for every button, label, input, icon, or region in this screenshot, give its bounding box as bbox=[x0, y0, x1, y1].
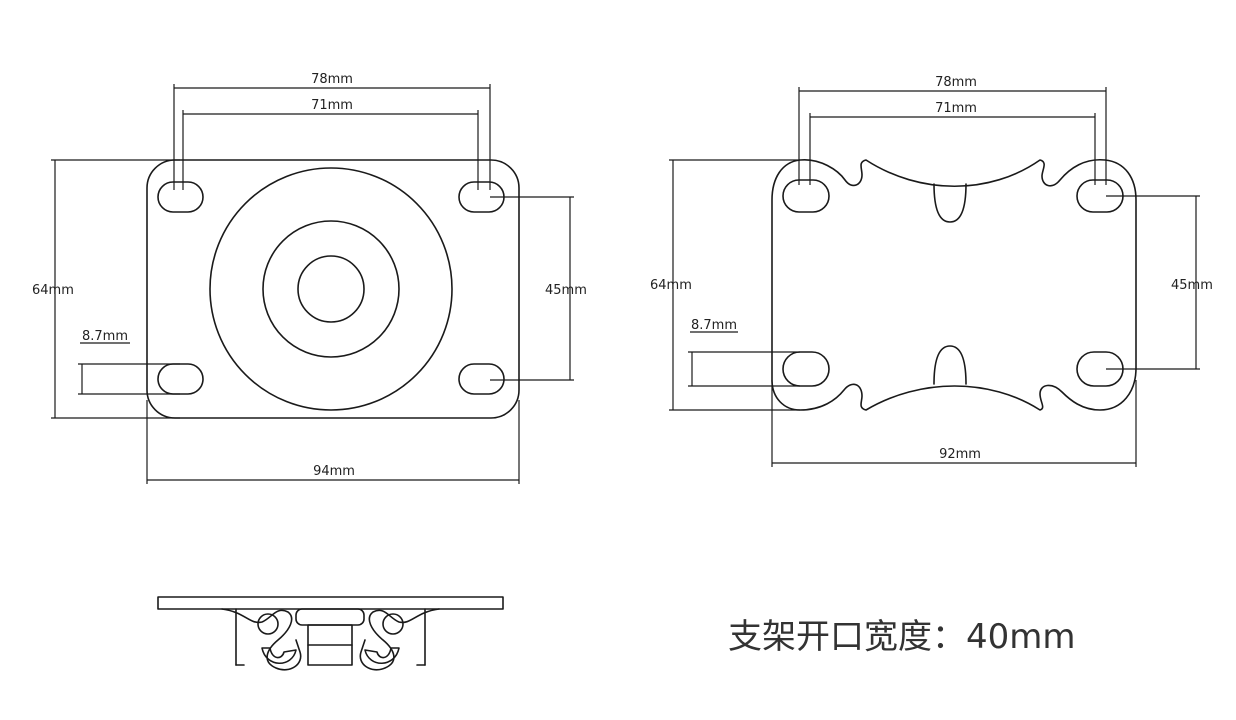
side-top-plate bbox=[157, 596, 504, 610]
left-inner-ring bbox=[297, 255, 365, 323]
right-slot-bl bbox=[782, 351, 830, 387]
right-bottom-notch bbox=[933, 345, 967, 385]
side-right-rivet bbox=[382, 613, 404, 635]
side-right-bracket bbox=[359, 608, 440, 671]
right-dim-64-label: 64mm bbox=[650, 278, 692, 293]
right-plate-outline bbox=[771, 158, 1137, 411]
side-left-seal bbox=[261, 647, 297, 664]
left-dim-45-label: 45mm bbox=[545, 283, 587, 298]
left-dim-71-label: 71mm bbox=[311, 98, 353, 113]
left-plate: 78mm 71mm 64mm 45mm 8.7mm 94mm bbox=[32, 72, 587, 484]
right-dim-92-label: 92mm bbox=[939, 447, 981, 462]
left-slot-bl bbox=[157, 363, 204, 395]
left-dim-78-label: 78mm bbox=[311, 72, 353, 87]
left-outer-ring bbox=[209, 167, 453, 411]
side-center-top bbox=[295, 608, 365, 626]
left-middle-ring bbox=[262, 220, 400, 358]
right-dim-8-7-label: 8.7mm bbox=[691, 318, 737, 333]
side-left-bracket bbox=[221, 608, 302, 671]
left-plate-outline bbox=[146, 159, 520, 419]
right-plate: 78mm 71mm 64mm 45mm 8.7mm 92mm bbox=[650, 75, 1213, 467]
caption-text: 支架开口宽度：40mm bbox=[728, 617, 1076, 657]
right-slot-tl bbox=[782, 179, 830, 213]
left-dim-94-label: 94mm bbox=[313, 464, 355, 479]
right-dim-45-label: 45mm bbox=[1171, 278, 1213, 293]
left-slot-tl bbox=[157, 181, 204, 213]
right-dim-78-label: 78mm bbox=[935, 75, 977, 90]
side-profile bbox=[157, 596, 504, 671]
side-right-seal bbox=[364, 647, 400, 664]
side-left-rivet bbox=[257, 613, 279, 635]
left-dim-64-label: 64mm bbox=[32, 283, 74, 298]
left-slot-br bbox=[458, 363, 505, 395]
left-dim-8-7-label: 8.7mm bbox=[82, 329, 128, 344]
right-top-notch bbox=[933, 183, 967, 223]
right-dim-71-label: 71mm bbox=[935, 101, 977, 116]
